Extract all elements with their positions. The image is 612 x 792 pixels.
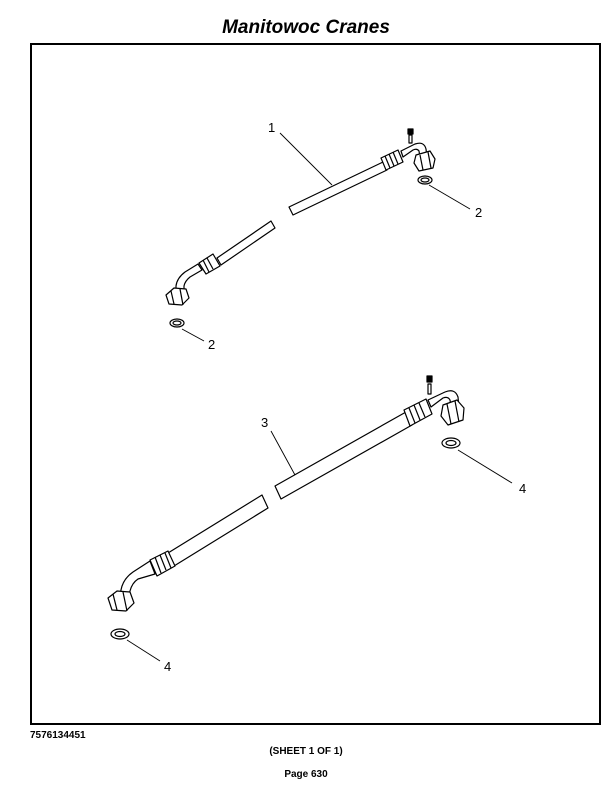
leader-line-4-upper bbox=[457, 449, 513, 484]
leader-line-4-lower bbox=[126, 639, 161, 662]
hose-segment-upper-right bbox=[288, 161, 388, 216]
sheet-label: (SHEET 1 OF 1) bbox=[269, 746, 343, 757]
callout-4-upper: 4 bbox=[519, 481, 526, 496]
leader-line-3 bbox=[270, 430, 296, 476]
leader-line-1 bbox=[279, 132, 333, 186]
leader-line-2-upper bbox=[428, 184, 471, 210]
hose-segment-lower-right bbox=[274, 411, 413, 500]
callout-2-upper: 2 bbox=[475, 205, 482, 220]
callout-4-lower: 4 bbox=[164, 659, 171, 674]
callout-3: 3 bbox=[261, 415, 268, 430]
hose-segment-lower-left bbox=[167, 494, 269, 567]
drawing-number: 7576134451 bbox=[30, 730, 86, 741]
crimp-ferrule-lower-left bbox=[149, 550, 176, 577]
callout-1: 1 bbox=[268, 120, 275, 135]
diagram-frame: 1 2 2 3 4 4 bbox=[30, 43, 601, 725]
hose-assembly-diagram: 1 2 2 3 4 4 bbox=[107, 120, 526, 674]
hose-assembly-upper bbox=[165, 128, 436, 328]
swivel-nut-lower-left bbox=[107, 590, 135, 612]
swivel-nut-upper-right bbox=[413, 150, 436, 172]
page-number: Page 630 bbox=[284, 769, 328, 780]
bleed-screw-upper bbox=[408, 134, 413, 144]
bleed-screw-lower bbox=[427, 383, 432, 395]
elbow-tube-lower-left bbox=[119, 560, 156, 597]
leader-line-2-lower bbox=[181, 328, 205, 342]
swivel-nut-lower-right bbox=[440, 399, 465, 426]
elbow-tube-upper-left bbox=[175, 263, 203, 292]
hose-segment-upper-left bbox=[216, 220, 276, 266]
crimp-ferrule-upper-left bbox=[198, 253, 221, 275]
crimp-ferrule-lower-right bbox=[403, 398, 433, 427]
swivel-nut-upper-left bbox=[165, 287, 190, 306]
hose-assembly-lower bbox=[107, 375, 465, 640]
callout-2-lower: 2 bbox=[208, 337, 215, 352]
page-title: Manitowoc Cranes bbox=[222, 17, 390, 38]
